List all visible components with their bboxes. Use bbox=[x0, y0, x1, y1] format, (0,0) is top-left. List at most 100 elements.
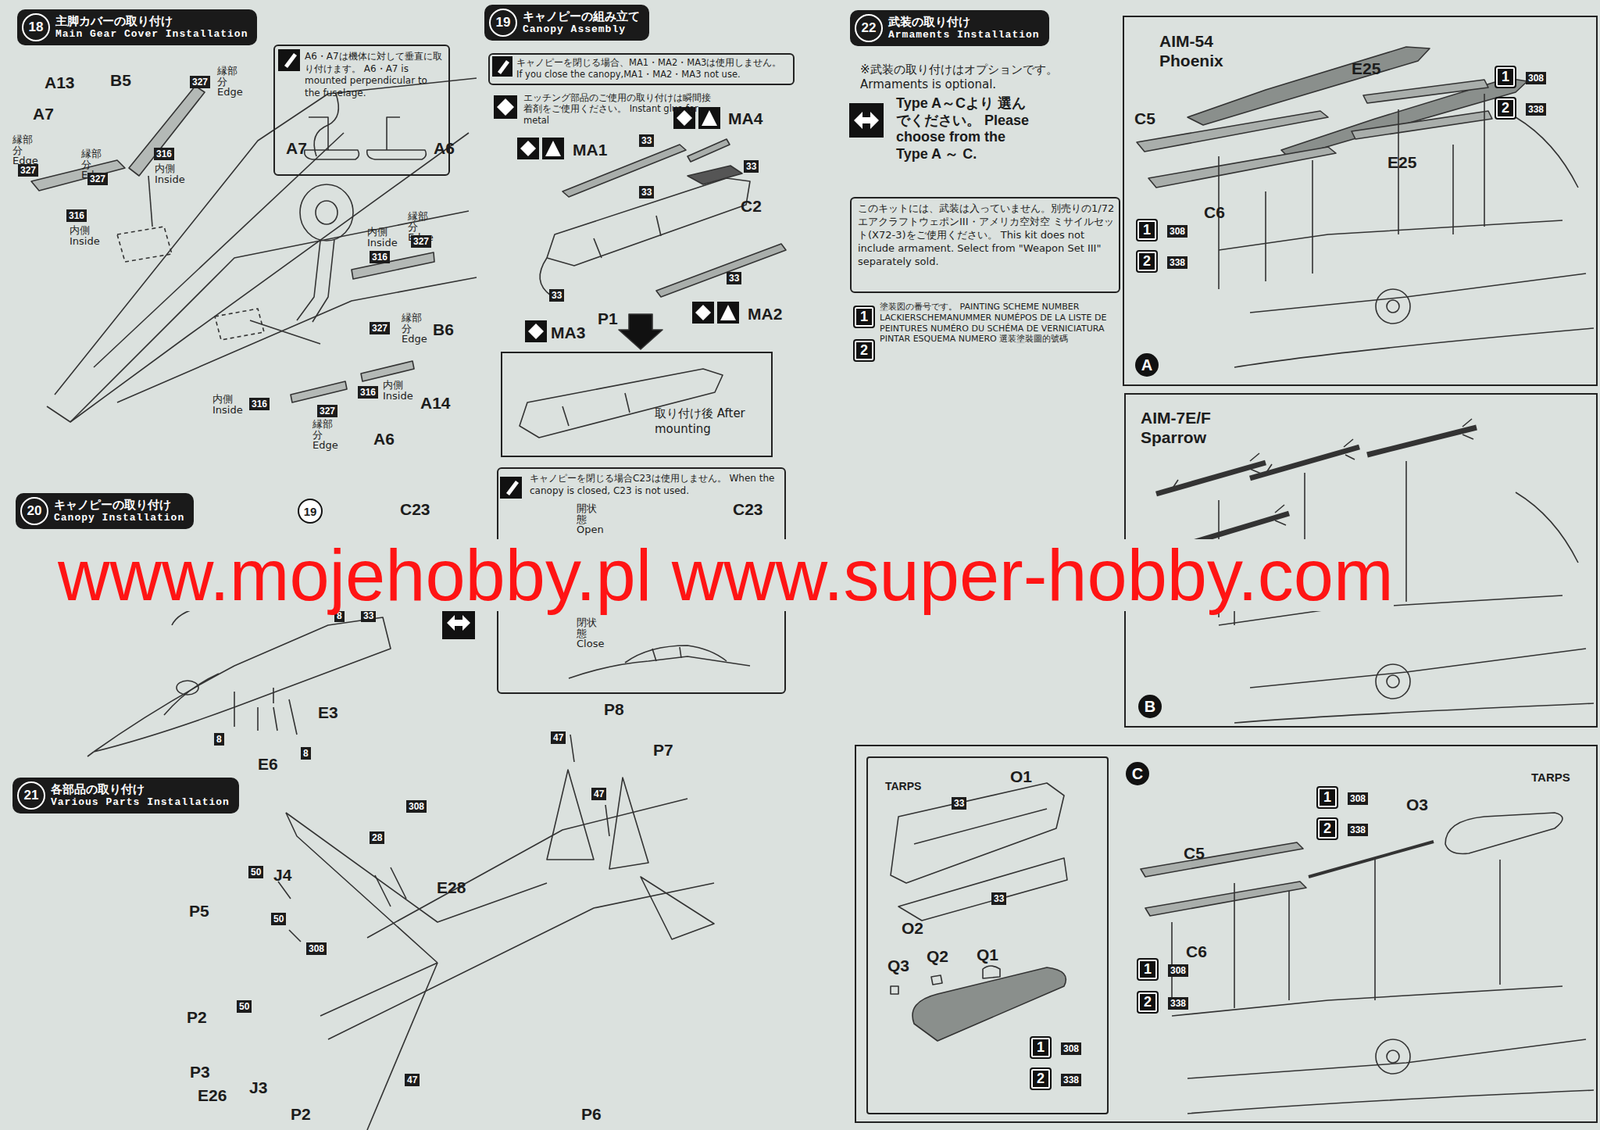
paint-number: 327 bbox=[87, 172, 108, 186]
note-label: 内側 Inside bbox=[382, 379, 414, 401]
paint-number: 308 bbox=[1167, 225, 1188, 238]
note-text: このキットには、武装は入っていません。別売りの1/72エアクラフトウェポンIII… bbox=[857, 202, 1116, 268]
header-english: Various Parts Installation bbox=[50, 796, 230, 809]
part-name: MA2 bbox=[747, 304, 783, 324]
header-japanese: キャノピーの組み立て bbox=[522, 9, 640, 24]
step-number: 22 bbox=[854, 14, 883, 43]
part-name: B5 bbox=[110, 71, 132, 90]
paint-number: 308 bbox=[1060, 1042, 1082, 1055]
instruction-text: ※武装の取り付けはオプションです。 Armaments is optional. bbox=[860, 62, 1111, 93]
note-label: 内側 Inside bbox=[154, 163, 186, 185]
part-name: C23 bbox=[732, 500, 764, 519]
scheme-number: 1 bbox=[1317, 787, 1337, 808]
paint-number: 327 bbox=[17, 164, 39, 177]
scheme-number: 2 bbox=[854, 340, 874, 361]
part-name: J4 bbox=[273, 865, 292, 885]
part-name: P2 bbox=[290, 1104, 311, 1124]
paint-number: 50 bbox=[271, 912, 286, 925]
instruction-text: 塗装図の番号です。 PAINTING SCHEME NUMBER LACKIER… bbox=[879, 301, 1115, 345]
paint-number: 338 bbox=[1167, 996, 1189, 1010]
paint-number: 33 bbox=[360, 609, 376, 622]
part-name: P1 bbox=[597, 309, 618, 329]
panel-letter: A bbox=[1135, 353, 1159, 377]
paint-number: 50 bbox=[248, 865, 264, 879]
note-text: 取り付け後 After mounting bbox=[654, 406, 757, 437]
paint-number: 33 bbox=[951, 796, 967, 810]
paint-number: 8 bbox=[300, 746, 311, 760]
step-reference: 19 bbox=[297, 498, 323, 524]
note-label: 開状態 Open bbox=[576, 503, 604, 536]
paint-number: 338 bbox=[1060, 1073, 1082, 1086]
header-english: Main Gear Cover Installation bbox=[55, 28, 248, 41]
paint-number: 316 bbox=[153, 147, 175, 161]
panel-letter: B bbox=[1138, 694, 1162, 718]
note-box: 取り付け後 After mounting bbox=[500, 351, 773, 458]
part-name: P2 bbox=[186, 1007, 208, 1027]
heading-label: AIM-54 Phoenix bbox=[1159, 31, 1246, 71]
part-name: O1 bbox=[1010, 767, 1033, 786]
part-name: P5 bbox=[189, 901, 210, 921]
header-japanese: 武装の取り付け bbox=[888, 14, 1040, 29]
step-number: 21 bbox=[17, 781, 46, 810]
paint-number: 47 bbox=[404, 1073, 420, 1086]
part-name: MA3 bbox=[550, 323, 586, 343]
paint-number: 33 bbox=[991, 892, 1007, 905]
paint-number: 47 bbox=[550, 731, 566, 744]
header-japanese: 各部品の取り付け bbox=[50, 782, 230, 797]
step-number: 20 bbox=[20, 496, 49, 525]
part-name: P6 bbox=[581, 1104, 602, 1124]
part-name: Q1 bbox=[976, 945, 999, 965]
part-name: A14 bbox=[420, 393, 451, 413]
note-label: 内側 Inside bbox=[69, 225, 100, 247]
scheme-number: 1 bbox=[1496, 67, 1515, 87]
part-name: C5 bbox=[1183, 843, 1205, 863]
part-name: O3 bbox=[1406, 795, 1429, 815]
part-name: E26 bbox=[197, 1085, 227, 1105]
header-english: Canopy Installation bbox=[53, 511, 185, 525]
note-label: 縁部分 Edge bbox=[401, 312, 428, 345]
paint-number: 308 bbox=[1525, 71, 1547, 85]
step-header: 19キャノピーの組み立てCanopy Assembly bbox=[484, 4, 650, 41]
scheme-number: 2 bbox=[1317, 818, 1337, 839]
paint-number: 8 bbox=[334, 609, 345, 622]
note-text: TARPS bbox=[885, 779, 922, 793]
note-label: 縁部分 Edge bbox=[217, 65, 243, 98]
part-name: E25 bbox=[1387, 153, 1417, 172]
part-name: P8 bbox=[603, 700, 625, 719]
paint-number: 33 bbox=[639, 185, 654, 199]
part-name: C23 bbox=[400, 500, 431, 519]
note-label: 内側 Inside bbox=[212, 393, 243, 415]
part-name: E25 bbox=[1351, 59, 1381, 79]
header-japanese: キャノピーの取り付け bbox=[53, 497, 185, 512]
heading-label: Type A～Cより 選んでください。 Please choose from t… bbox=[896, 95, 1037, 163]
part-name: C6 bbox=[1203, 203, 1225, 222]
part-name: E28 bbox=[436, 878, 466, 897]
header-text: 主脚カバーの取り付けMain Gear Cover Installation bbox=[55, 14, 248, 41]
header-japanese: 主脚カバーの取り付け bbox=[55, 14, 248, 29]
step-header: 22武装の取り付けArmaments Installation bbox=[850, 10, 1050, 47]
heading-label: AIM-7E/F Sparrow bbox=[1140, 407, 1258, 447]
part-name: C2 bbox=[740, 196, 762, 216]
paint-number: 308 bbox=[406, 800, 427, 813]
part-name: C5 bbox=[1134, 109, 1156, 129]
note-label: 縁部分 Edge bbox=[312, 418, 339, 451]
part-name: A13 bbox=[44, 73, 75, 93]
part-name: Q2 bbox=[926, 946, 949, 966]
paint-number: 327 bbox=[369, 321, 390, 335]
note-label: 内側 Inside bbox=[367, 226, 398, 248]
part-name: B6 bbox=[432, 320, 454, 340]
paint-number: 327 bbox=[189, 75, 211, 89]
paint-number: 327 bbox=[317, 404, 338, 418]
header-text: 武装の取り付けArmaments Installation bbox=[888, 14, 1040, 42]
part-name: A7 bbox=[32, 104, 54, 124]
part-name: MA4 bbox=[728, 109, 763, 129]
note-box: キャノピーを閉じる場合、MA1・MA2・MA3は使用しません。 If you c… bbox=[488, 53, 795, 86]
scheme-number: 2 bbox=[1138, 992, 1158, 1012]
paint-number: 33 bbox=[639, 134, 654, 147]
paint-number: 33 bbox=[743, 160, 759, 173]
paint-number: 316 bbox=[66, 209, 87, 222]
scheme-number: 2 bbox=[1137, 251, 1157, 272]
scheme-number: 2 bbox=[1496, 98, 1515, 118]
part-name: A6 bbox=[373, 429, 395, 449]
paint-number: 50 bbox=[236, 1000, 252, 1013]
